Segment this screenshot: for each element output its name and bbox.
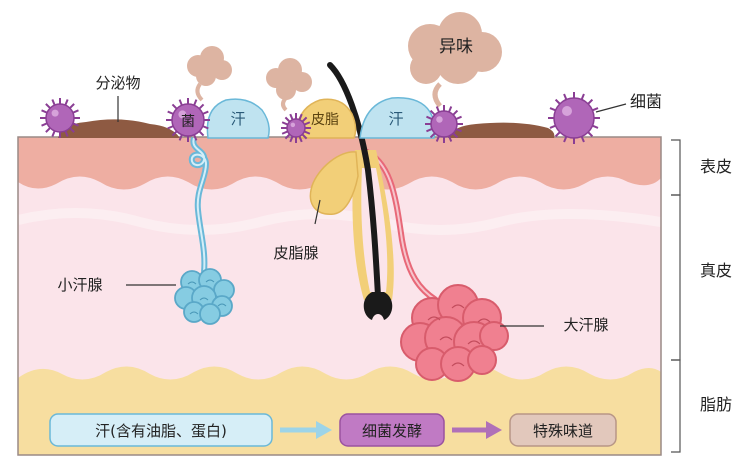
- process-step-odor-label: 特殊味道: [533, 422, 593, 440]
- sweat-right-label: 汗: [388, 110, 403, 128]
- sweat-drop-left: [206, 98, 270, 139]
- large-sweat-gland: [360, 147, 509, 382]
- process-step-odor: [509, 413, 617, 447]
- small-sweat-gland: [174, 137, 235, 325]
- sebaceous-gland: [309, 151, 359, 225]
- process-step-sweat-label: 汗(含有油脂、蛋白): [95, 422, 227, 440]
- odor-cloud-middle: [266, 58, 312, 112]
- bacterium: [281, 113, 311, 143]
- epidermis-label: 表皮: [700, 157, 732, 176]
- dermis-label: 真皮: [700, 261, 732, 280]
- process-flow: 汗(含有油脂、蛋白) 细菌发酵 特殊味道: [49, 413, 617, 447]
- surface-secretion: [58, 119, 555, 138]
- hair-follicle: [327, 62, 394, 320]
- secretion-label: 分泌物: [95, 74, 140, 92]
- odor-cloud-left: [187, 46, 232, 102]
- process-step-sweat: [49, 413, 273, 447]
- arrow-right-icon: [486, 421, 502, 439]
- small-sweat-gland-label: 小汗腺: [57, 276, 102, 294]
- odor-label: 异味: [439, 37, 473, 57]
- bacterium: [548, 92, 600, 144]
- bacterium: [166, 98, 210, 142]
- sebaceous-gland-label: 皮脂腺: [273, 244, 318, 262]
- sebum-label: 皮脂: [311, 112, 339, 128]
- bacteria-group: [40, 92, 600, 144]
- odor-cloud-right: [408, 12, 502, 108]
- arrow-right-icon: [316, 421, 332, 439]
- bacterium: [40, 98, 80, 138]
- sweat-left-label: 汗: [230, 110, 245, 128]
- process-step-fermentation-label: 细菌发酵: [362, 422, 422, 440]
- layer-brackets: [671, 139, 681, 453]
- large-sweat-gland-label: 大汗腺: [563, 316, 608, 334]
- process-step-fermentation: [339, 413, 445, 447]
- bacterium: [425, 105, 463, 143]
- bacteria-label: 细菌: [630, 92, 662, 111]
- fat-label: 脂肪: [700, 395, 732, 414]
- bacteria-on-gland-label: 菌: [181, 114, 195, 130]
